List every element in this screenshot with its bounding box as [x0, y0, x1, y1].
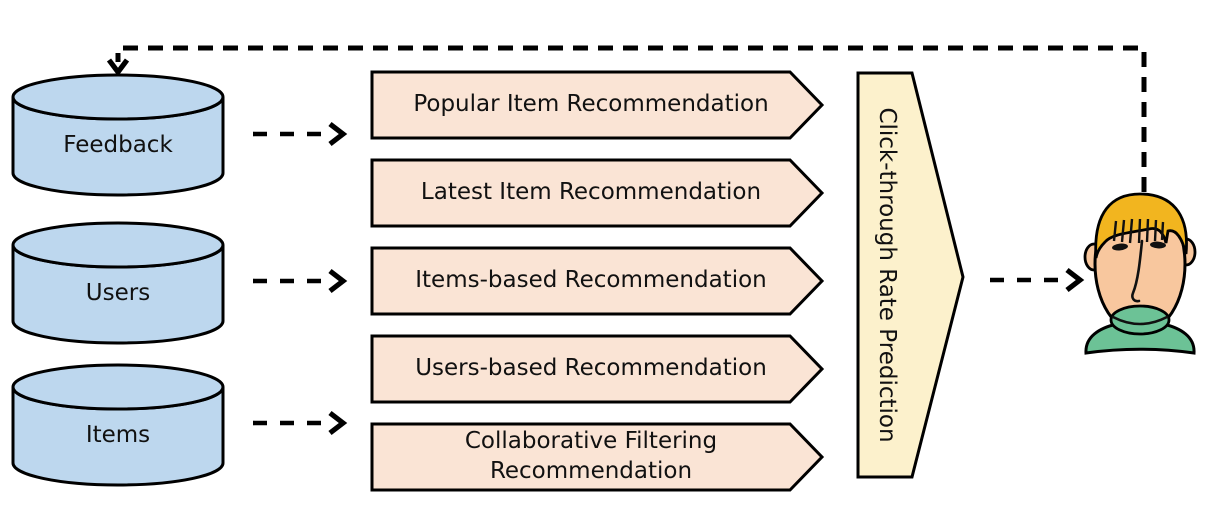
recommender-box-latest	[370, 158, 825, 228]
database-label-users: Users	[85, 280, 151, 307]
feedback-loop-dashed-arrow	[106, 45, 1147, 192]
user-icon	[1083, 192, 1197, 355]
user-collar	[1109, 304, 1171, 336]
arrowhead-down-icon	[106, 58, 130, 77]
database-cylinder-top	[11, 221, 225, 269]
database-cylinder-items	[11, 363, 225, 487]
recommender-box-users-based	[370, 334, 825, 404]
database-cylinder-feedback	[11, 73, 225, 197]
recommender-label-users-based: Users-based Recommendation	[415, 355, 767, 382]
user-nose	[1131, 239, 1144, 303]
prediction-label: Click-through Rate Prediction	[873, 107, 900, 443]
database-label-items: Items	[85, 422, 151, 449]
recommender-label-latest: Latest Item Recommendation	[420, 179, 762, 206]
database-cylinder-top	[11, 363, 225, 411]
recommender-label-collaborative: Collaborative Filtering Recommendation	[464, 428, 718, 484]
user-collar-fold	[1111, 315, 1169, 326]
arrowhead-right-icon	[328, 121, 348, 147]
feedback-loop-line	[115, 45, 1147, 192]
user-shoulders	[1084, 322, 1196, 355]
prediction-pentagon	[856, 71, 965, 479]
dashed-arrow-to-user	[990, 267, 1085, 293]
recommender-box-collaborative	[370, 422, 825, 492]
user-left-eye	[1112, 243, 1128, 251]
dashed-arrow-users	[253, 268, 348, 294]
database-cylinder-top	[11, 73, 225, 121]
user-right-eye	[1150, 241, 1166, 249]
recommender-label-items-based: Items-based Recommendation	[415, 267, 767, 294]
recommender-label-popular: Popular Item Recommendation	[413, 91, 769, 118]
recommender-box-items-based	[370, 246, 825, 316]
arrowhead-right-icon	[328, 268, 348, 294]
dashed-arrow-items	[253, 410, 348, 436]
user-hair	[1094, 192, 1188, 259]
recommender-box-popular	[370, 70, 825, 140]
arrowhead-right-icon	[328, 410, 348, 436]
database-label-feedback: Feedback	[63, 132, 173, 159]
arrowhead-right-icon	[1065, 267, 1085, 293]
database-cylinder-users	[11, 221, 225, 345]
user-bangs	[1112, 218, 1165, 244]
dashed-arrow-feedback	[253, 121, 348, 147]
